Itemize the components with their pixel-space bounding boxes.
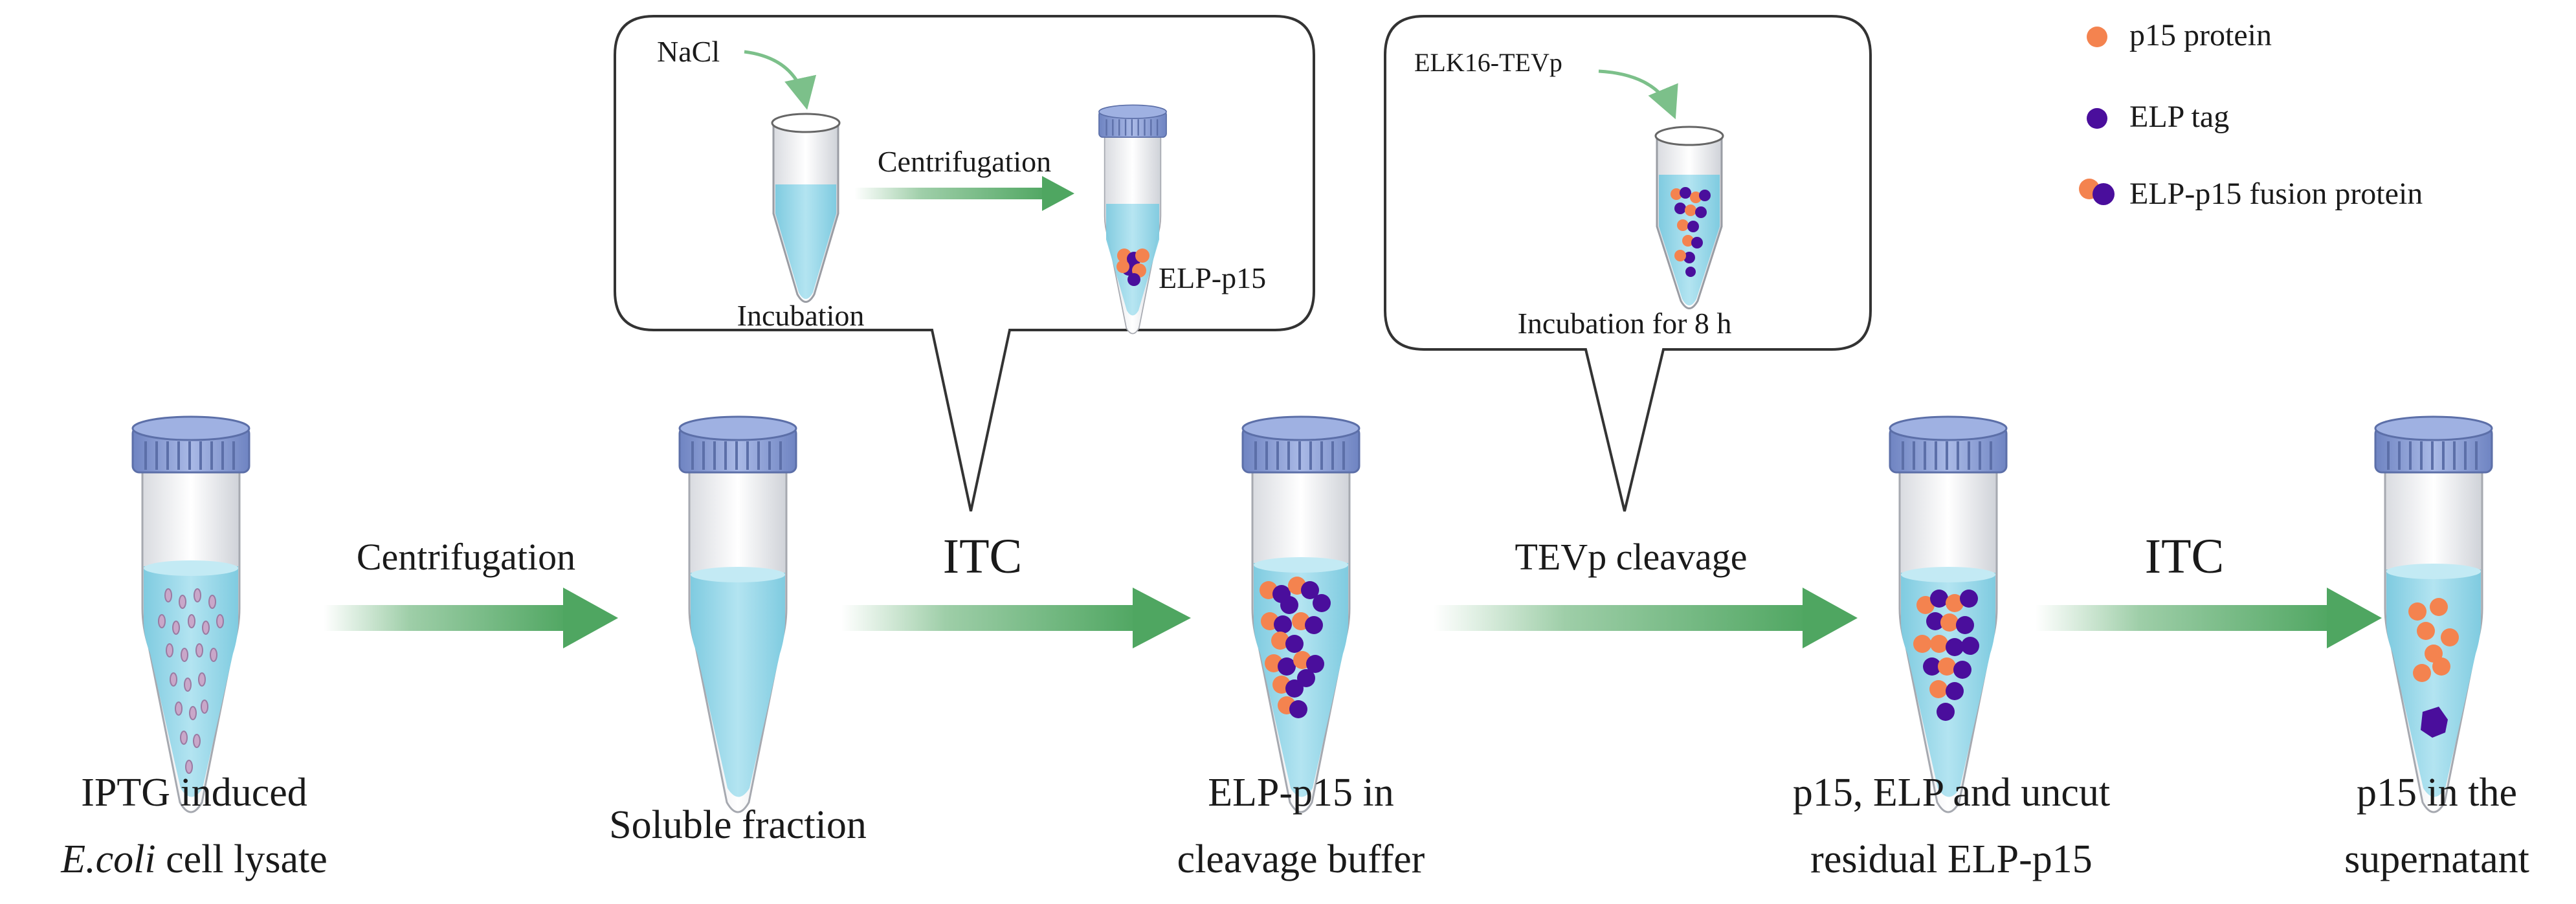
legend-p15-marker bbox=[2087, 27, 2107, 47]
step-4-label-line2: residual ELP-p15 bbox=[1810, 837, 2093, 881]
tevp-incubation-tube bbox=[1654, 126, 1724, 309]
cell-lysate-text: cell lysate bbox=[156, 837, 328, 881]
callout-tevp-detail: ELK16-TEVp Incubation for 8 h bbox=[1384, 15, 1872, 512]
cleaved-particles bbox=[1913, 590, 1979, 721]
arrow-itc-1 bbox=[841, 588, 1191, 648]
incubation-8h-label: Incubation for 8 h bbox=[1518, 307, 1732, 340]
nacl-label: NaCl bbox=[657, 35, 720, 68]
step-1-label-line2: E.coli cell lysate bbox=[60, 837, 327, 881]
legend-p15-label: p15 protein bbox=[2129, 18, 2272, 52]
tube-elp-p15 bbox=[1241, 415, 1360, 813]
incubation-label: Incubation bbox=[737, 299, 865, 332]
step-2-label: Soluble fraction bbox=[609, 803, 867, 847]
step-3-label-line2: cleavage buffer bbox=[1177, 837, 1425, 881]
elp-pellet bbox=[2421, 707, 2448, 738]
arrow-centrifugation-label: Centrifugation bbox=[357, 536, 575, 578]
centrifugation-small-label: Centrifugation bbox=[878, 145, 1051, 178]
tevp-mixture-particles bbox=[1671, 187, 1711, 277]
centrifuged-tube bbox=[1098, 104, 1168, 335]
arrow-centrifugation bbox=[324, 588, 618, 648]
legend-fusion-marker bbox=[2079, 179, 2115, 205]
elk16-tevp-label: ELK16-TEVp bbox=[1414, 48, 1562, 77]
arrow-itc-2-label: ITC bbox=[2145, 529, 2224, 584]
step-5-label-line1: p15 in the bbox=[2357, 771, 2517, 815]
arrow-itc-2 bbox=[2036, 588, 2382, 648]
elp-p15-pellet bbox=[1116, 248, 1149, 286]
step-4-label-line1: p15, ELP and uncut bbox=[1793, 771, 2110, 815]
tube-cell-lysate bbox=[131, 415, 250, 813]
tube-supernatant bbox=[2374, 415, 2493, 813]
ecoli-italic: E.coli bbox=[60, 837, 155, 881]
step-1-label-line1: IPTG induced bbox=[81, 771, 307, 815]
arrow-tevp-cleavage-label: TEVp cleavage bbox=[1515, 536, 1747, 578]
callout-itc-detail: NaCl Incubation Centrifugation ELP-p15 bbox=[614, 15, 1315, 512]
legend-fusion-label: ELP-p15 fusion protein bbox=[2129, 177, 2423, 211]
arrow-itc-1-label: ITC bbox=[943, 529, 1022, 584]
step-3-label-line1: ELP-p15 in bbox=[1208, 771, 1394, 815]
incubation-tube bbox=[771, 113, 841, 303]
legend-elp-marker bbox=[2087, 108, 2107, 129]
elk16-arrow bbox=[1598, 69, 1678, 120]
callout-bubble-2 bbox=[1384, 15, 1872, 512]
cell-debris bbox=[158, 588, 224, 774]
arrow-tevp-cleavage bbox=[1434, 588, 1858, 648]
legend-elp-label: ELP tag bbox=[2129, 100, 2229, 134]
step-5-label-line2: supernatant bbox=[2344, 837, 2529, 881]
tube-soluble-fraction bbox=[678, 415, 797, 813]
p15-particles bbox=[2408, 598, 2459, 682]
elp-p15-pellet-label: ELP-p15 bbox=[1159, 261, 1266, 294]
legend: p15 protein ELP tag ELP-p15 fusion prote… bbox=[2079, 18, 2423, 211]
elp-p15-fusion-particles bbox=[1260, 577, 1331, 718]
nacl-arrow bbox=[744, 50, 817, 110]
tube-cleaved-mixture bbox=[1889, 415, 2008, 813]
centrifugation-small-arrow bbox=[854, 176, 1074, 211]
